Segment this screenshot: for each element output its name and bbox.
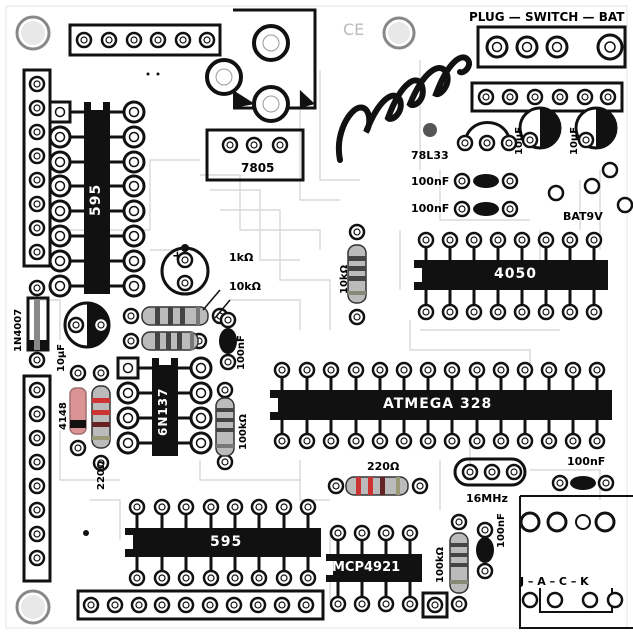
label-100nf-c: 100nF bbox=[236, 335, 247, 370]
copper-traces bbox=[40, 60, 601, 600]
regulator-78l33 bbox=[423, 121, 518, 152]
header-left-bottom bbox=[22, 374, 52, 583]
cap-ceramic-2 bbox=[453, 200, 519, 218]
diode-4148 bbox=[69, 364, 87, 457]
label-7805: 7805 bbox=[241, 161, 275, 175]
resistor-100k-b bbox=[449, 513, 469, 613]
label-4148: 4148 bbox=[58, 402, 69, 430]
ic-atmega328 bbox=[270, 361, 612, 450]
resistor-220-a bbox=[91, 364, 111, 472]
label-220-b: 220Ω bbox=[367, 460, 400, 473]
header-top-left bbox=[68, 23, 222, 57]
inductor-coil bbox=[335, 54, 472, 163]
resistor-100k-a bbox=[215, 381, 235, 471]
cap-electrolytic-3 bbox=[63, 301, 111, 349]
label-10k-b: 10kΩ bbox=[339, 264, 350, 294]
label-jack-pins: J – A – C – K bbox=[520, 575, 589, 588]
diode-1n4007 bbox=[26, 279, 50, 369]
label-100k-b: 100kΩ bbox=[435, 546, 446, 583]
label-1k: 1kΩ bbox=[229, 251, 254, 264]
cap-ceramic-1 bbox=[453, 172, 519, 190]
ic-mcp4921 bbox=[326, 524, 422, 613]
resistor-10k-a bbox=[122, 331, 208, 351]
label-bat9v: BAT9V bbox=[563, 210, 603, 223]
ic-595-lower bbox=[125, 498, 321, 587]
cap-electrolytic-4: + bbox=[160, 244, 210, 296]
label-100nf-a: 100nF bbox=[411, 175, 450, 188]
cap-ceramic-5 bbox=[476, 521, 494, 580]
mounting-hole-bl bbox=[15, 589, 51, 625]
label-100k-a: 100kΩ bbox=[238, 413, 249, 450]
label-100nf-b: 100nF bbox=[411, 202, 450, 215]
chip-label-6n137: 6N137 bbox=[156, 387, 170, 436]
svg-text:+: + bbox=[172, 249, 183, 264]
resistor-220-b bbox=[327, 476, 429, 496]
ic-595-upper bbox=[48, 100, 146, 298]
chip-label-595-lower: 595 bbox=[210, 534, 243, 550]
label-100nf-d: 100nF bbox=[567, 455, 606, 468]
ce-mark: CE bbox=[343, 20, 365, 39]
resistor-1k bbox=[122, 306, 229, 326]
regulator-7805-footprint bbox=[205, 8, 317, 182]
chip-label-4050: 4050 bbox=[494, 266, 537, 282]
resistor-10k-b bbox=[347, 223, 367, 326]
power-header-label: PLUG — SWITCH — BAT bbox=[469, 10, 625, 24]
cap-ceramic-4 bbox=[551, 474, 615, 492]
label-10uf-c: 10µF bbox=[56, 343, 67, 372]
chip-label-atmega328: ATMEGA 328 bbox=[383, 396, 493, 412]
mounting-hole-tl bbox=[15, 15, 51, 51]
label-16mhz: 16MHz bbox=[466, 492, 508, 505]
header-bottom bbox=[76, 589, 325, 621]
label-78l33: 78L33 bbox=[411, 149, 449, 162]
label-10uf-a: 10µF bbox=[514, 126, 525, 155]
cap-electrolytic-2 bbox=[574, 106, 618, 150]
label-1n4007: 1N4007 bbox=[13, 308, 24, 352]
ic-4050 bbox=[414, 231, 608, 321]
label-10k-a: 10kΩ bbox=[229, 280, 261, 293]
mounting-hole-tr bbox=[382, 16, 416, 50]
label-100nf-e: 100nF bbox=[496, 513, 507, 548]
label-10uf-b: 10µF bbox=[569, 126, 580, 155]
jack-connector bbox=[519, 495, 633, 629]
chip-label-mcp4921: MCP4921 bbox=[332, 560, 401, 575]
cap-electrolytic-1 bbox=[518, 106, 562, 150]
ic-6n137 bbox=[116, 356, 213, 456]
label-220-a: 220Ω bbox=[96, 460, 107, 490]
header-left-top bbox=[22, 68, 52, 268]
chip-label-595-upper: 595 bbox=[88, 183, 104, 216]
cap-ceramic-3 bbox=[219, 311, 237, 371]
crystal-16mhz bbox=[453, 457, 527, 487]
